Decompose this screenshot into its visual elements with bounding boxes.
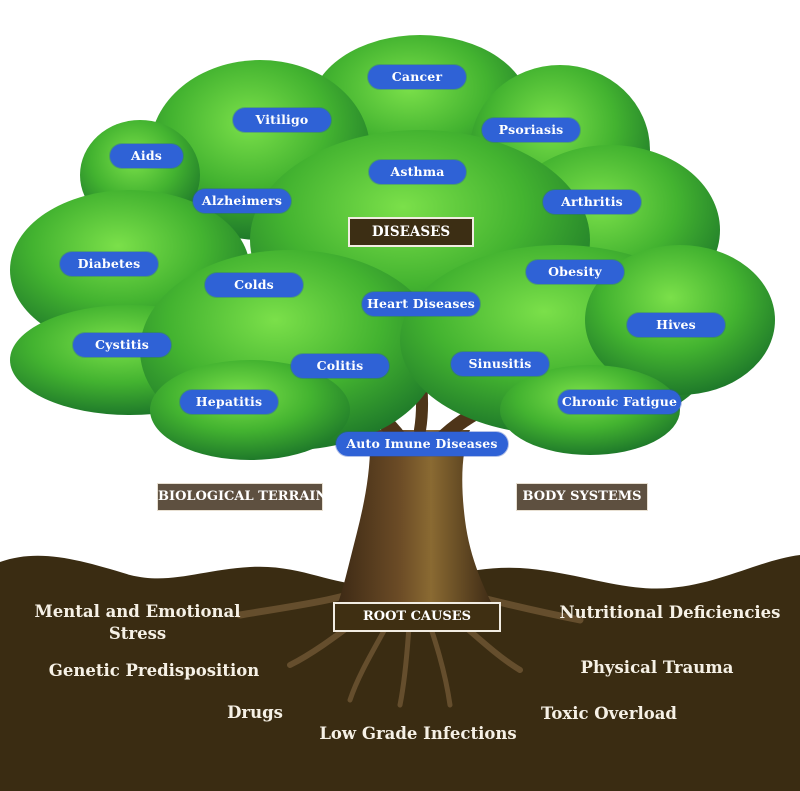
disease-pill-colitis: Colitis xyxy=(291,354,389,378)
disease-pill-aids: Aids xyxy=(110,144,183,168)
disease-pill-chronic-fatigue: Chronic Fatigue xyxy=(558,390,681,414)
soil-ground xyxy=(0,555,800,791)
disease-pill-vitiligo: Vitiligo xyxy=(233,108,331,132)
cause-low-grade-infections: Low Grade Infections xyxy=(319,724,517,743)
cause-genetic-predisposition: Genetic Predisposition xyxy=(48,661,260,680)
disease-pill-diabetes: Diabetes xyxy=(60,252,158,276)
disease-pill-sinusitis: Sinusitis xyxy=(451,352,549,376)
disease-pill-cystitis: Cystitis xyxy=(73,333,171,357)
disease-pill-asthma: Asthma xyxy=(369,160,466,184)
cause-nutritional-deficiencies: Nutritional Deficiencies xyxy=(559,603,781,622)
disease-pill-colds: Colds xyxy=(205,273,303,297)
biological-terrain-label: BIOLOGICAL TERRAIN xyxy=(157,483,327,511)
disease-pill-auto-immune-diseases: Auto Imune Diseases xyxy=(336,432,508,456)
disease-pill-obesity: Obesity xyxy=(526,260,624,284)
root-causes-label: ROOT CAUSES xyxy=(333,602,501,632)
cause-mental-emotional-stress: Mental and Emotional Stress xyxy=(30,601,245,645)
diseases-label: DISEASES xyxy=(348,217,474,247)
cause-mental-line2: Stress xyxy=(108,624,167,643)
trunk xyxy=(335,430,495,610)
disease-pill-hepatitis: Hepatitis xyxy=(180,390,278,414)
disease-pill-hives: Hives xyxy=(627,313,725,337)
body-systems-label: BODY SYSTEMS xyxy=(516,483,648,511)
disease-pill-psoriasis: Psoriasis xyxy=(482,118,580,142)
disease-pill-cancer: Cancer xyxy=(368,65,466,89)
disease-pill-alzheimers: Alzheimers xyxy=(193,189,291,213)
cause-mental-line1: Mental and Emotional xyxy=(34,602,241,621)
cause-drugs: Drugs xyxy=(227,703,283,722)
cause-physical-trauma: Physical Trauma xyxy=(580,658,734,677)
cause-toxic-overload: Toxic Overload xyxy=(541,704,677,723)
roots xyxy=(236,581,584,708)
disease-pill-arthritis: Arthritis xyxy=(543,190,641,214)
disease-pill-heart-diseases: Heart Diseases xyxy=(362,292,480,316)
